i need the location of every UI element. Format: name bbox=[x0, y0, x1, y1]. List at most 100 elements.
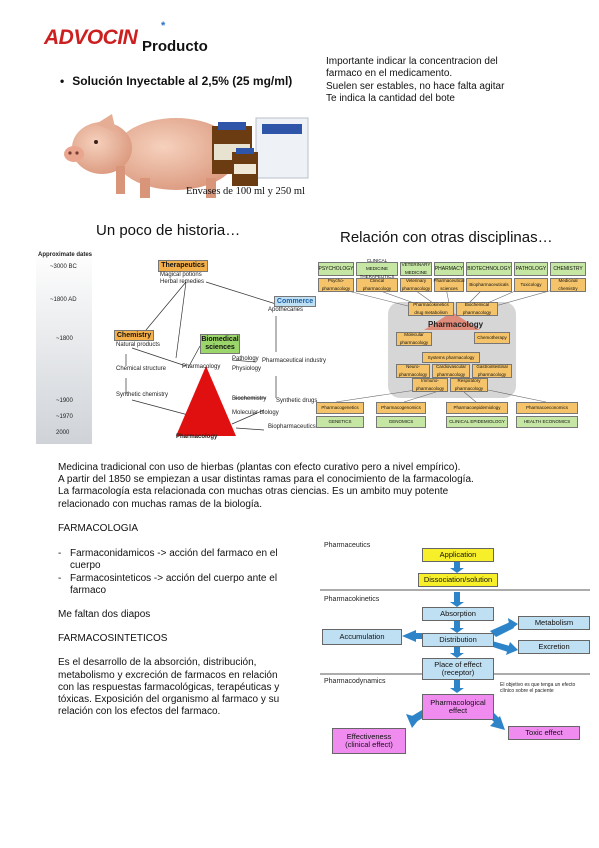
list-item-line: Farmacosinteticos -> acción del cuerpo a… bbox=[70, 572, 278, 584]
effectiveness-line: (clinical effect) bbox=[345, 740, 393, 749]
para-line: con las respuestas farmacológicas, terap… bbox=[58, 681, 280, 693]
rel-base: GENOMICS bbox=[376, 416, 426, 428]
date-label: ~1970 bbox=[56, 414, 73, 420]
excretion-box: Excretion bbox=[518, 640, 590, 654]
molecular-label: Molecular biology bbox=[232, 410, 279, 416]
list-item-line: cuerpo bbox=[70, 560, 101, 572]
rel-second: Medicinal chemistry bbox=[550, 278, 586, 292]
biochemistry-label: Biochemistry bbox=[232, 396, 267, 402]
para-line: tóxicas. Exposición del organismo al far… bbox=[58, 694, 280, 706]
clinical-note-line: clínico sobre el paciente bbox=[500, 688, 554, 694]
note-line: Suelen ser estables, no hace falta agita… bbox=[326, 80, 505, 92]
pkpd-diagram: Pharmaceutics Pharmacokinetics Pharmacod… bbox=[320, 540, 590, 756]
natural-label: Natural products bbox=[116, 342, 161, 348]
rel-center-low: Respiratory pharmacology bbox=[450, 378, 488, 392]
rel-center-top: Pharmacokinetics drug metabolism bbox=[408, 302, 454, 316]
application-box: Application bbox=[422, 548, 494, 562]
pharm-effect-line: effect bbox=[448, 706, 468, 715]
absorption-box: Absorption bbox=[422, 607, 494, 621]
rel-top: BIOTECHNOLOGY bbox=[466, 262, 512, 276]
rel-second: Toxicology bbox=[514, 278, 548, 292]
product-bullet-text: Solución Inyectable al 2,5% (25 mg/ml) bbox=[72, 74, 293, 88]
product-title: Producto bbox=[142, 38, 208, 55]
middle-line: A partir del 1850 se empiezan a usar dis… bbox=[58, 474, 474, 486]
date-label: ~1900 bbox=[56, 398, 73, 404]
apothecaries-label: Apothecaries bbox=[268, 307, 304, 313]
rel-base: CLINICAL EPIDEMIOLOGY bbox=[446, 416, 508, 428]
para-line: relación con los efectos del farmaco. bbox=[58, 706, 221, 718]
rel-bottom: Pharmacogenetics bbox=[316, 402, 364, 414]
rel-top: VETERINARY MEDICINE bbox=[400, 262, 432, 276]
pig-and-bottles-image bbox=[64, 114, 309, 198]
bottom-pharmacology-label: Pharmacology bbox=[176, 434, 218, 440]
section-pharmacodynamics: Pharmacodynamics bbox=[324, 678, 386, 685]
history-arrows bbox=[125, 281, 277, 436]
section-pharmacokinetics: Pharmacokinetics bbox=[324, 596, 380, 603]
distribution-box: Distribution bbox=[422, 633, 494, 647]
note-line: Importante indicar la concentracion del bbox=[326, 56, 498, 67]
magical-label: Magical potions bbox=[160, 272, 202, 278]
date-label: 2000 bbox=[56, 430, 70, 436]
chemical-label: Chemical structure bbox=[116, 366, 167, 372]
rel-base: GENETICS bbox=[316, 416, 364, 428]
farmacosinteticos-heading: FARMACOSINTETICOS bbox=[58, 633, 168, 645]
middle-line: relacionado con muchas ramas de la biolo… bbox=[58, 498, 263, 510]
pharmacology-label: Pharmacology bbox=[182, 364, 221, 370]
rel-second: Biopharmaceuticals bbox=[466, 278, 512, 292]
rel-center-low: Gastrointestinal pharmacology bbox=[472, 364, 512, 378]
place-line: Place of effect bbox=[434, 659, 482, 669]
rel-center-low: Immuno-pharmacology bbox=[412, 378, 448, 392]
left-column: FARMACOLOGIA Farmaconidamicos -> acción … bbox=[58, 523, 318, 718]
pathology-label: Pathology bbox=[232, 356, 259, 362]
biopharm-label: Biopharmaceutics bbox=[268, 424, 316, 430]
rel-center-side: Chemotherapy bbox=[474, 332, 510, 344]
list-item-line: farmaco bbox=[70, 584, 107, 596]
rel-second: Pharmaceutical sciences bbox=[433, 278, 465, 292]
rel-bottom: Pharmacoeconomics bbox=[516, 402, 578, 414]
rel-systems: Systems pharmacology bbox=[422, 352, 480, 363]
rel-center-low: Cardiovascular pharmacology bbox=[432, 364, 470, 378]
note-line: Te indica la cantidad del bote bbox=[326, 92, 455, 104]
rel-center-side: Molecular pharmacology bbox=[396, 332, 432, 346]
rel-bottom: Pharmacogenomics bbox=[376, 402, 426, 414]
farmacologia-heading: FARMACOLOGIA bbox=[58, 523, 139, 534]
rel-center-low: Neuro-pharmacology bbox=[396, 364, 430, 378]
date-label: ~1800 AD bbox=[50, 297, 77, 303]
accumulation-box: Accumulation bbox=[322, 629, 402, 645]
list-item: Farmacosinteticos -> acción del cuerpo a… bbox=[58, 573, 318, 597]
herbal-label: Herbal remedies bbox=[160, 279, 205, 285]
middle-line: La farmacología esta relacionada con muc… bbox=[58, 486, 449, 498]
rel-top: CHEMISTRY bbox=[550, 262, 586, 276]
pharm-industry-label: Pharmaceutical industry bbox=[262, 358, 327, 364]
physiology-label: Physiology bbox=[232, 366, 262, 372]
rel-center-label: Pharmacology bbox=[428, 320, 484, 329]
middle-paragraph: Medicina tradicional con uso de hierbas … bbox=[58, 462, 474, 511]
rel-bottom: Pharmacoepidemiology bbox=[446, 402, 508, 414]
rel-second: Veterinary pharmacology bbox=[400, 278, 432, 292]
list-item-line: Farmaconidamicos -> acción del farmaco e… bbox=[70, 548, 278, 560]
faltan-text: Me faltan dos diapos bbox=[58, 609, 151, 621]
rel-base: HEALTH ECONOMICS bbox=[516, 416, 578, 428]
rel-top: CLINICAL MEDICINE THERAPEUTICS bbox=[356, 258, 398, 279]
commerce-box: Commerce bbox=[274, 296, 316, 307]
rel-second: Psycho-pharmacology bbox=[318, 278, 354, 292]
synthetic-drugs-label: Synthetic drugs bbox=[276, 398, 318, 404]
logo-text: ADVOCIN bbox=[44, 26, 138, 49]
envases-caption: Envases de 100 ml y 250 ml bbox=[186, 186, 305, 197]
para-line: metabolismo y excreción de farmacos en r… bbox=[58, 669, 278, 681]
rel-top: PSYCHOLOGY bbox=[318, 262, 354, 276]
date-label: ~3000 BC bbox=[50, 264, 77, 270]
rel-center-top: Biochemical pharmacology bbox=[456, 302, 498, 316]
advocin-logo: ADVOCIN * bbox=[44, 20, 165, 50]
list-item: Farmaconidamicos -> acción del farmaco e… bbox=[58, 548, 318, 572]
relations-diagram: PSYCHOLOGY CLINICAL MEDICINE THERAPEUTIC… bbox=[316, 252, 588, 428]
history-diagram: Approximate dates ~3000 BC ~1800 AD ~180… bbox=[36, 248, 326, 444]
product-bullet: •Solución Inyectable al 2,5% (25 mg/ml) bbox=[60, 74, 293, 88]
place-of-effect-box: Place of effect (receptor) bbox=[422, 658, 494, 680]
toxic-effect-box: Toxic effect bbox=[508, 726, 580, 740]
pharmacological-effect-box: Pharmacological effect bbox=[422, 694, 494, 720]
effectiveness-line: Effectiveness bbox=[346, 731, 392, 741]
section-pharmaceutics: Pharmaceutics bbox=[324, 542, 371, 549]
dates-column bbox=[36, 248, 92, 444]
place-line: (receptor) bbox=[441, 668, 475, 677]
